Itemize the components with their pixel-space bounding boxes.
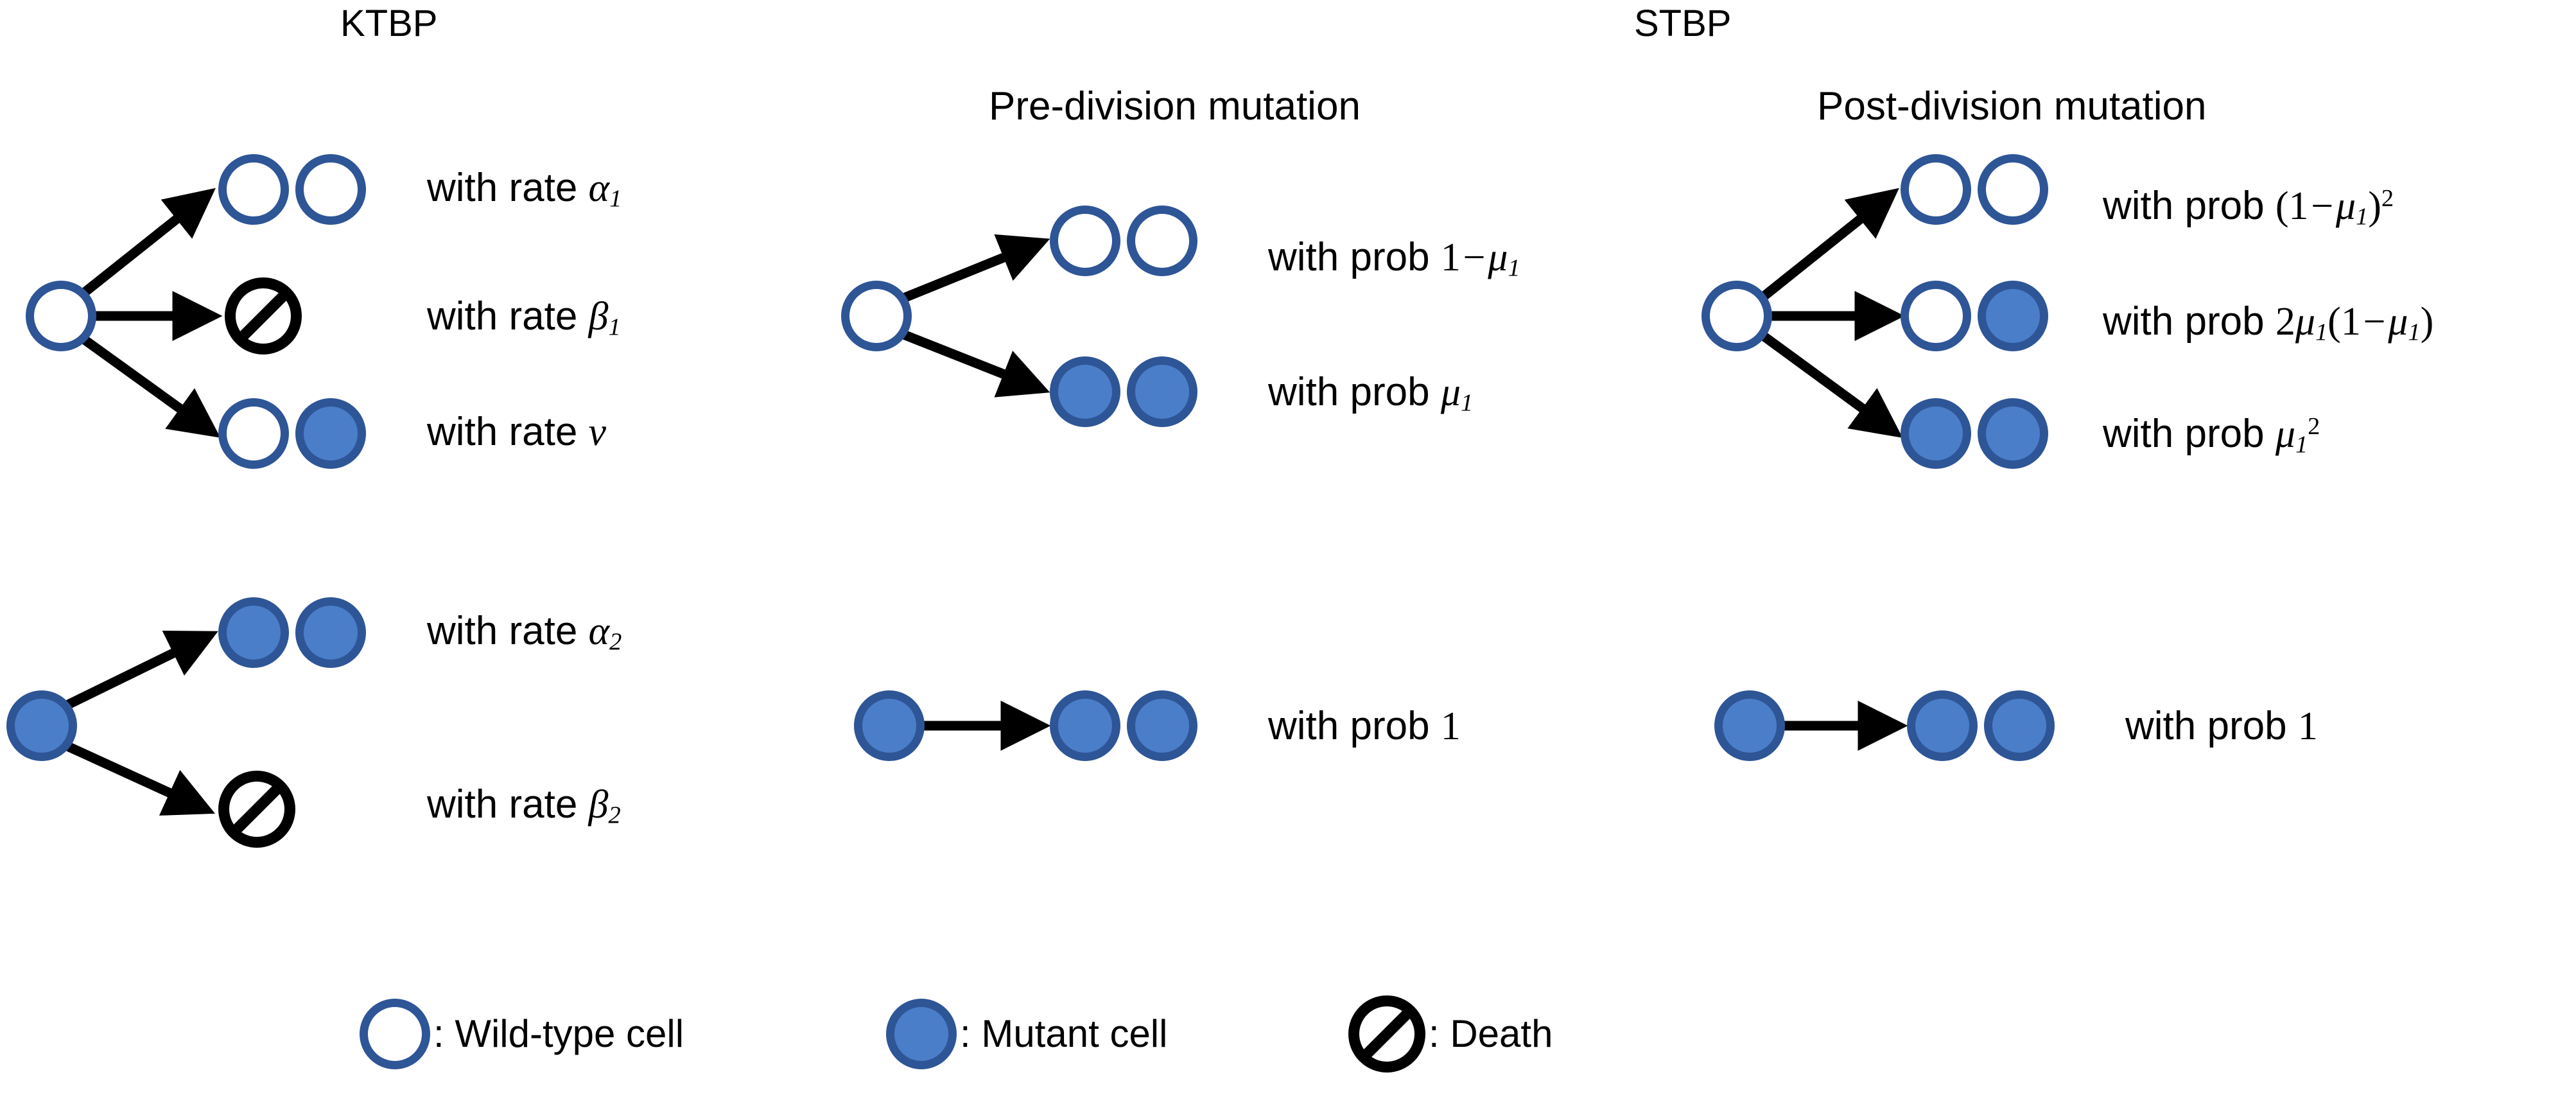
pre-division-mutant-parent-cell [854, 690, 925, 761]
pre-division-branch2-daughter-mutant-2 [1127, 356, 1197, 427]
model-title-stbp: STBP [1634, 3, 1732, 44]
post-division-branch1-prob-label: with prob (1−μ1)2 [2103, 184, 2394, 231]
ktbp-branch1-daughter-wildtype-2 [295, 154, 366, 225]
ktbp-mutant-parent-cell [6, 690, 77, 761]
ktbp-branch3-rate-label: with rate ν [427, 410, 607, 454]
legend-death-icon [1348, 995, 1425, 1073]
death-slash [1363, 1010, 1411, 1058]
post-division-wildtype-parent-cell [1701, 281, 1772, 351]
section-title-pre-division: Pre-division mutation [989, 84, 1361, 128]
post-division-mutant-prob-label: with prob 1 [2125, 704, 2318, 748]
pre-division-branch2-daughter-mutant-1 [1050, 356, 1120, 427]
ktbp-branch3-daughter-wildtype [218, 398, 289, 469]
ktbp-branch3-daughter-mutant [295, 398, 366, 469]
post-division-branch1-daughter-wildtype-2 [1978, 154, 2048, 225]
post-division-mutant-daughter-1 [1907, 690, 1978, 761]
ktbp-branch1-rate-label: with rate α1 [427, 166, 622, 213]
post-division-mutant-daughter-2 [1984, 690, 2055, 761]
ktbp-branch1-daughter-wildtype-1 [218, 154, 289, 225]
post-division-branch3-daughter-mutant-2 [1978, 398, 2048, 469]
pre-division-mutant-prob-label: with prob 1 [1268, 704, 1461, 748]
post-division-branch2-daughter-wildtype [1901, 281, 1971, 351]
post-division-branch3-daughter-mutant-1 [1901, 398, 1971, 469]
post-division-branch2-prob-label: with prob 2μ1(1−μ1) [2103, 299, 2434, 346]
ktbp-branch2-death-icon [225, 277, 302, 355]
legend-death-label: : Death [1429, 1012, 1553, 1055]
legend-wildtype-label: : Wild-type cell [433, 1012, 684, 1055]
ktbp-mutant-branch2-rate-label: with rate β2 [427, 782, 621, 829]
ktbp-mutant-branch1-rate-label: with rate α2 [427, 609, 622, 656]
post-division-branch2-daughter-mutant [1978, 281, 2048, 351]
pre-division-branch1-daughter-wildtype-1 [1050, 206, 1120, 276]
pre-division-wildtype-parent-cell [841, 281, 912, 351]
pre-division-wildtype-arrows [900, 234, 1050, 398]
death-slash [233, 785, 281, 833]
pre-division-mutant-daughter-1 [1050, 690, 1120, 761]
post-division-branch3-prob-label: with prob μ12 [2103, 412, 2320, 459]
post-division-mutant-parent-cell [1714, 690, 1785, 761]
death-slash [239, 292, 287, 340]
pre-division-branch1-daughter-wildtype-2 [1127, 206, 1197, 276]
post-division-wildtype-arrows [1759, 188, 1905, 438]
pre-division-branch2-prob-label: with prob μ1 [1268, 370, 1474, 417]
ktbp-mutant-branch1-daughter-1 [218, 597, 289, 668]
legend-wildtype-cell-icon [360, 999, 430, 1069]
post-division-branch1-daughter-wildtype-1 [1901, 154, 1971, 225]
ktbp-mutant-branch2-death-icon [218, 771, 295, 848]
legend-mutant-label: : Mutant cell [960, 1012, 1168, 1055]
ktbp-wildtype-parent-cell [26, 281, 96, 351]
model-title-ktbp: KTBP [340, 3, 438, 44]
pre-division-branch1-prob-label: with prob 1−μ1 [1268, 235, 1520, 282]
ktbp-branch2-rate-label: with rate β1 [427, 294, 621, 341]
ktbp-mutant-arrows [55, 631, 218, 816]
ktbp-mutant-branch1-daughter-2 [295, 597, 366, 668]
pre-division-mutant-daughter-2 [1127, 690, 1197, 761]
section-title-post-division: Post-division mutation [1817, 84, 2207, 128]
ktbp-wildtype-arrows [75, 188, 223, 438]
legend-mutant-cell-icon [886, 999, 957, 1069]
